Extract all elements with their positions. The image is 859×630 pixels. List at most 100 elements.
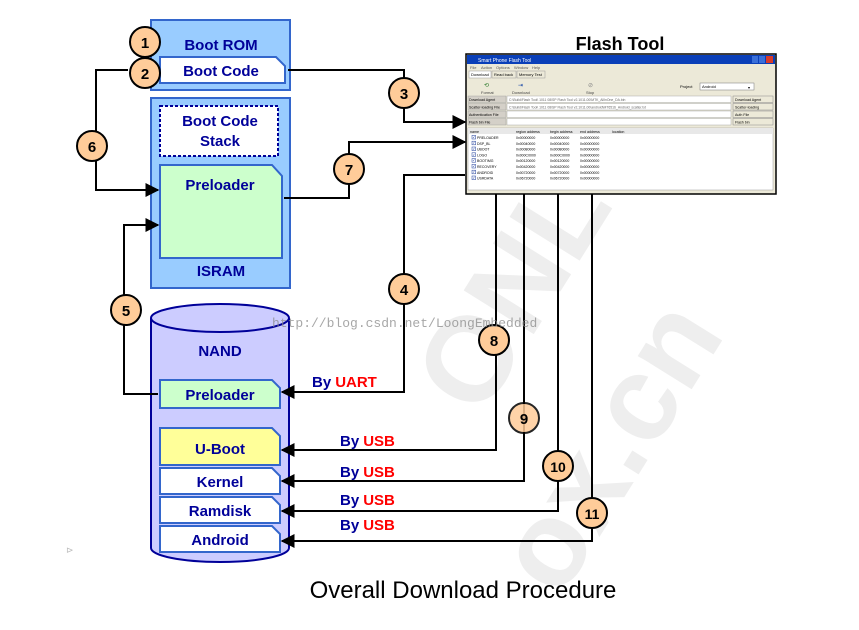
connector-7 <box>284 135 467 199</box>
nand-preloader-label: Preloader <box>185 387 254 404</box>
table-cell: 0x00000000 <box>516 136 535 140</box>
file-row-button[interactable] <box>732 118 774 126</box>
isram-preloader-box <box>159 164 283 259</box>
step-7: 7 <box>333 153 365 185</box>
file-row-label: Download Agent <box>469 98 495 102</box>
file-row-label-bg <box>467 118 507 126</box>
partition-checkbox[interactable] <box>471 164 476 169</box>
boot-code-box <box>159 56 286 84</box>
format-button[interactable]: Format <box>481 90 495 95</box>
file-row-button-label: Download Agent <box>735 98 761 102</box>
table-header-cell: name <box>470 130 479 134</box>
isram-title: ISRAM <box>197 263 245 280</box>
check-icon: ✓ <box>472 135 475 139</box>
partition-checkbox[interactable] <box>471 152 476 157</box>
menu-bar: File Action Options Window Help <box>470 65 541 70</box>
svg-text:8: 8 <box>490 333 498 350</box>
download-icon: ⇥ <box>518 83 523 89</box>
step-10: 10 <box>542 450 574 482</box>
uboot-label: U-Boot <box>195 441 245 458</box>
table-cell: PRELOADER <box>477 136 499 140</box>
uboot-box <box>159 427 281 466</box>
tab-memory-test[interactable]: Memory Test <box>519 72 543 77</box>
menu-action[interactable]: Action <box>481 65 492 70</box>
partition-checkbox[interactable] <box>471 135 476 140</box>
ramdisk-box <box>159 496 281 524</box>
url-watermark: http://blog.csdn.net/LoongEmbedded <box>272 316 537 331</box>
table-header-bg <box>468 128 773 134</box>
stop-button[interactable]: Stop <box>586 90 595 95</box>
connector-9 <box>280 194 525 488</box>
isram: Boot Code Stack Preloader ISRAM <box>150 97 291 289</box>
table-cell: BOOTIMG <box>477 159 494 163</box>
table-cell: 0x00720000 <box>550 171 569 175</box>
tab-download[interactable]: Download <box>471 72 489 77</box>
file-row-button[interactable] <box>732 103 774 111</box>
table-cell: 0x00000000 <box>580 142 599 146</box>
project-select[interactable] <box>699 82 755 91</box>
menu-file[interactable]: File <box>470 65 477 70</box>
nand-preloader-box <box>159 379 281 409</box>
step-badges: 1 2 3 4 5 6 7 8 9 10 11 <box>76 26 608 529</box>
nand-title: NAND <box>198 343 241 360</box>
partition-checkbox[interactable] <box>471 146 476 151</box>
file-row-button[interactable] <box>732 95 774 103</box>
download-button[interactable]: Download <box>512 90 530 95</box>
connector-10 <box>280 194 559 518</box>
file-rows: Download Agent C:\Build\Flash Tool\ 1011 … <box>467 95 774 126</box>
file-row-label: Scatter-loading File <box>469 106 500 110</box>
table-cell: 0x00080000 <box>516 148 535 152</box>
menu-help[interactable]: Help <box>532 65 541 70</box>
file-row-label: Flash bin File <box>469 121 490 125</box>
file-row-field[interactable] <box>506 118 732 126</box>
partition-checkbox[interactable] <box>471 169 476 175</box>
table-cell: 0x00000000 <box>580 171 599 175</box>
svg-text:9: 9 <box>520 411 528 428</box>
format-icon: ⟲ <box>484 83 489 89</box>
file-row-label: Authentication File <box>469 113 499 117</box>
table-cell: RECOVERY <box>477 165 497 169</box>
file-row-label-bg <box>467 103 507 111</box>
table-cell: 0x00420000 <box>516 165 535 169</box>
table-cell: 0x00420000 <box>550 165 569 169</box>
chevron-down-icon: ▾ <box>748 85 750 90</box>
file-row-value: C:\Build\Flash Tool\ 1011 08\SP Flash To… <box>509 98 625 102</box>
table-cell: 0x00000000 <box>580 165 599 169</box>
svg-text:11: 11 <box>585 506 600 522</box>
table-header-cell: end address <box>580 130 600 134</box>
step-8: 8 <box>478 324 510 356</box>
check-icon: ✓ <box>472 159 475 163</box>
stop-icon: ⊘ <box>588 83 593 89</box>
file-row-field[interactable] <box>506 95 732 103</box>
boot-rom-title: Boot ROM <box>184 37 257 54</box>
file-row-button-label: Auth File <box>735 113 749 117</box>
menu-window[interactable]: Window <box>514 65 528 70</box>
partition-table-bg <box>467 127 774 191</box>
nand: NAND Preloader U-Boot Kernel Ramdisk And… <box>150 303 290 563</box>
connector-8 <box>280 194 497 457</box>
table-cell: LOGO <box>477 153 487 157</box>
small-arrow-icon: ⊳ <box>66 545 74 555</box>
kernel-box <box>159 467 281 495</box>
partition-checkbox[interactable] <box>471 158 476 163</box>
file-row-field[interactable] <box>506 110 732 118</box>
menu-options[interactable]: Options <box>496 65 510 70</box>
table-cell: 0x00040000 <box>550 142 569 146</box>
table-cell: 0x00080000 <box>550 148 569 152</box>
svg-text:4: 4 <box>400 282 409 299</box>
file-row-button[interactable] <box>732 110 774 118</box>
toolbar: ⟲ Format ⇥ Download ⊘ Stop Project Andro… <box>481 82 755 95</box>
partition-checkbox[interactable] <box>471 140 476 146</box>
check-icon: ✓ <box>472 176 475 180</box>
partition-checkbox[interactable] <box>471 175 476 180</box>
table-cell: 0x00000000 <box>580 177 599 181</box>
tab-read-back[interactable]: Read back <box>494 72 513 77</box>
svg-text:3: 3 <box>400 86 408 103</box>
step-3: 3 <box>388 77 420 109</box>
table-cell: 0x00040000 <box>516 142 535 146</box>
table-cell: 0x00120000 <box>550 159 569 163</box>
connector-3 <box>288 69 467 129</box>
file-row-field[interactable] <box>506 103 732 111</box>
